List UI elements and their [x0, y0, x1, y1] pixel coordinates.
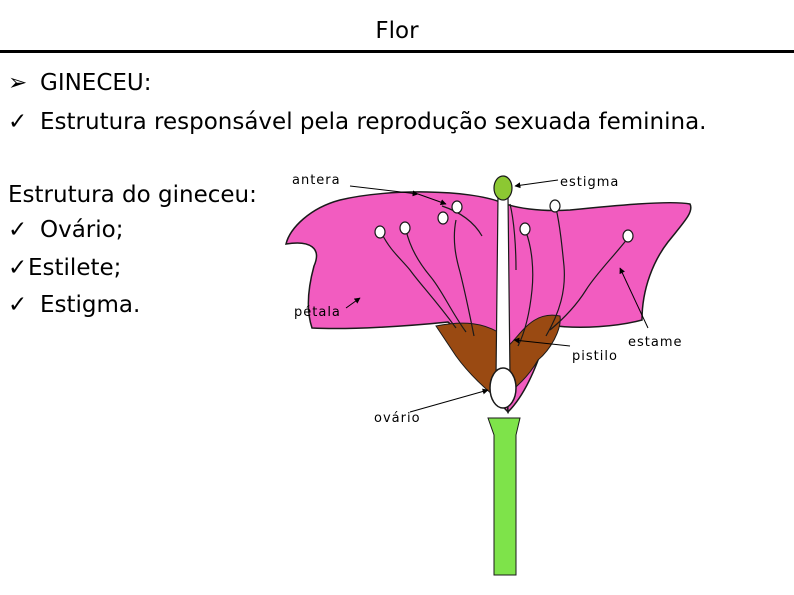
arrow-bullet-icon: ➢: [8, 70, 28, 96]
label-pointers: [345, 179, 649, 413]
page-title: Flor: [375, 18, 419, 44]
petal-left: [284, 191, 509, 414]
list-item-estilete: ✓Estilete;: [8, 253, 121, 283]
check-bullet-icon: ✓: [8, 109, 28, 135]
list-item-label: Ovário;: [40, 217, 124, 243]
list-item-label: Estigma.: [40, 292, 141, 318]
stigma: [493, 175, 513, 201]
check-bullet-icon: ✓: [8, 292, 28, 318]
label-pistilo: pistilo: [572, 349, 618, 364]
gineceu-description-line: ✓ Estrutura responsável pela reprodução s…: [8, 107, 706, 137]
check-bullet-icon: ✓: [8, 255, 28, 281]
gineceu-heading: GINECEU:: [40, 70, 152, 96]
style: [495, 195, 511, 379]
title-divider: [0, 50, 794, 53]
label-ovario: ovário: [374, 411, 421, 426]
label-petala: pétala: [294, 305, 341, 320]
stamens: [381, 203, 629, 347]
label-antera: antera: [292, 173, 341, 188]
anthers: [374, 199, 634, 243]
ovary: [489, 367, 517, 409]
structure-title: Estrutura do gineceu:: [8, 182, 257, 208]
check-bullet-icon: ✓: [8, 217, 28, 243]
gineceu-description: Estrutura responsável pela reprodução se…: [40, 109, 707, 135]
label-estigma: estigma: [560, 175, 619, 190]
list-item-estigma: ✓ Estigma.: [8, 290, 140, 320]
list-item-label: Estilete;: [28, 255, 122, 281]
flower-diagram: antera estigma pétala estame pistilo ová…: [284, 173, 692, 576]
stem: [487, 417, 521, 576]
list-item-ovario: ✓ Ovário;: [8, 215, 123, 245]
gineceu-heading-line: ➢ GINECEU:: [8, 68, 152, 98]
label-estame: estame: [628, 335, 683, 350]
